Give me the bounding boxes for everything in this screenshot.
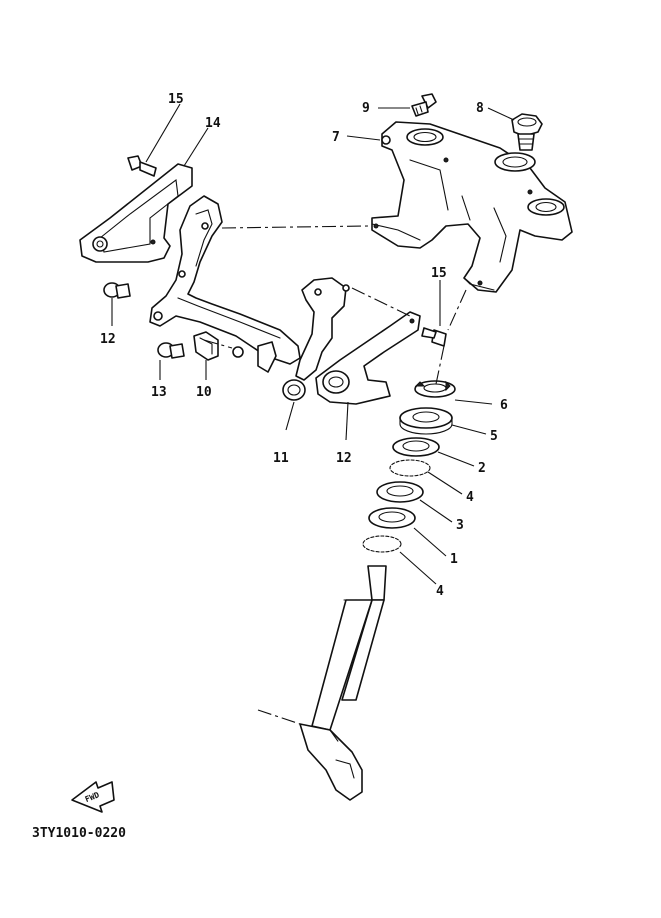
callout-4-upper: 4	[466, 490, 474, 505]
callout-7: 7	[332, 130, 340, 145]
bolt-12-upper	[103, 282, 131, 299]
fwd-arrow-icon: FWD	[71, 781, 115, 813]
alignment-lines	[203, 225, 467, 385]
race-2	[392, 437, 440, 457]
callout-15-right: 15	[431, 266, 447, 281]
upper-bracket	[371, 121, 573, 293]
callout-12-upper: 12	[100, 332, 116, 347]
bolt-8	[511, 113, 543, 151]
callout-15-upper: 15	[168, 92, 184, 107]
callout-4-lower: 4	[436, 584, 444, 599]
callout-5: 5	[490, 429, 498, 444]
callout-14: 14	[205, 116, 221, 131]
bolt-12-lower	[157, 342, 185, 359]
race-1	[368, 507, 416, 529]
screw-15-right	[421, 327, 447, 347]
callout-labels: 15 14 9 8 7 15 12 13 10 6 5 11 12 2 4 3 …	[100, 92, 508, 599]
callout-12-lower: 13	[151, 385, 167, 400]
callout-8: 8	[476, 101, 484, 116]
callout-11: 11	[273, 451, 289, 466]
callout-9: 9	[362, 101, 370, 116]
bracket-13	[315, 311, 421, 405]
callout-10: 10	[196, 385, 212, 400]
bracket-14	[79, 163, 193, 263]
leader-lines	[111, 103, 515, 585]
ball-bearing-4-lower	[362, 535, 402, 553]
callout-6: 6	[500, 398, 508, 413]
cable-holder-11	[282, 277, 350, 401]
washer-5	[399, 407, 453, 435]
drawing-code: 3TY1010-0220	[32, 826, 126, 841]
ball-bearing-4-upper	[389, 459, 431, 477]
race-3	[376, 481, 424, 503]
screw-15-upper	[127, 155, 157, 177]
cable-guide-bracket	[149, 195, 301, 373]
callout-1: 1	[450, 552, 458, 567]
screw-9	[411, 93, 437, 117]
steering-stem	[257, 565, 387, 801]
callout-2: 2	[478, 461, 486, 476]
ring-nut-6	[414, 380, 456, 398]
callout-13: 12	[336, 451, 352, 466]
callout-3: 3	[456, 518, 464, 533]
